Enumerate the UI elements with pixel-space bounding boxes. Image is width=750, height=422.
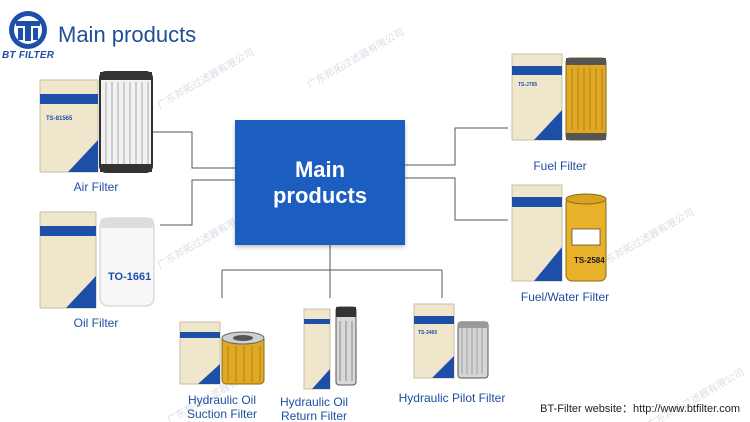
logo-text: BT FILTER <box>2 50 55 61</box>
suction-label-line1: Hydraulic Oil <box>187 393 256 407</box>
oil-filter-image: TO-1661 <box>39 211 155 309</box>
fuel-box-code: TS-J765 <box>518 82 537 88</box>
center-box-line2: products <box>272 182 368 208</box>
return-label-line2: Return Filter <box>280 409 348 422</box>
pilot-box-code: TS-3465 <box>418 330 437 336</box>
page-title: Main products <box>58 22 197 47</box>
website-footer: BT-Filter website：http://www.btfilter.co… <box>540 403 740 415</box>
main-products-box: Main products <box>235 120 405 245</box>
suction-filter-image <box>179 321 265 385</box>
pilot-filter-label: Hydraulic Pilot Filter <box>398 391 506 405</box>
fuel-filter-label: Fuel Filter <box>533 159 587 173</box>
bt-filter-logo-icon <box>9 11 47 49</box>
fuel-water-filter-image: TS-2584 <box>511 184 607 282</box>
oil-filter-label: Oil Filter <box>73 316 119 330</box>
oil-box-code: TO-1661 <box>108 271 151 283</box>
return-filter-label: Hydraulic Oil Return Filter <box>270 395 358 422</box>
suction-filter-label: Hydraulic Oil Suction Filter <box>166 393 278 421</box>
air-box-code: TS-81565 <box>46 116 73 122</box>
fuel-filter-image: TS-J765 <box>511 53 607 141</box>
air-filter-label: Air Filter <box>73 180 119 194</box>
fuel-water-filter-label: Fuel/Water Filter <box>520 290 610 304</box>
fuel-water-box-code: TS-2584 <box>574 256 605 265</box>
return-filter-image <box>303 306 357 390</box>
pilot-filter-image: TS-3465 <box>413 303 489 379</box>
return-label-line1: Hydraulic Oil <box>279 395 348 409</box>
suction-label-line2: Suction Filter <box>186 407 258 421</box>
air-filter-image: TS-81565 <box>39 71 153 173</box>
center-box-line1: Main <box>294 156 346 182</box>
